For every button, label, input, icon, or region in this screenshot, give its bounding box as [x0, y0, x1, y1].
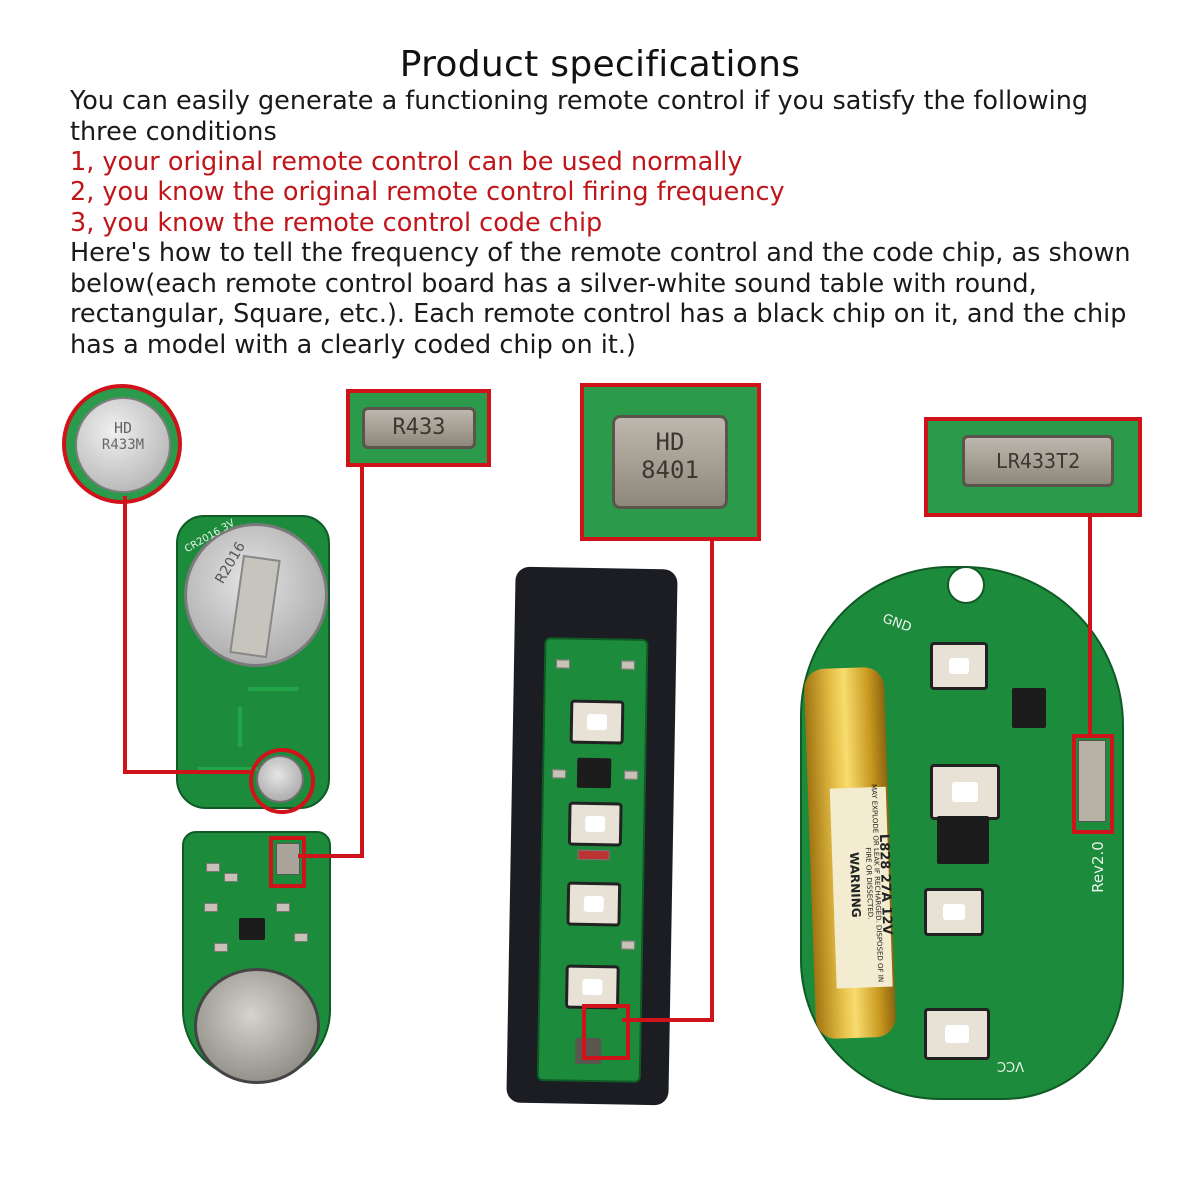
- square-chip-closeup: HD 8401: [612, 415, 728, 509]
- square-chip-highlight: [582, 1004, 630, 1060]
- rect-resonator-2-callout: LR433T2: [924, 417, 1142, 517]
- intro-text: You can easily generate a functioning re…: [70, 86, 1089, 147]
- remote-1-board-bottom: [182, 831, 331, 1084]
- condition-1: 1, your original remote control can be u…: [70, 147, 743, 177]
- battery-cell: WARNING L828 27A 12V MAY EXPLODE OR LEAK…: [803, 666, 897, 1040]
- round-resonator-line-1: HD: [113, 419, 133, 437]
- rect-resonator-1-label: R433: [392, 415, 446, 440]
- page-title: Product specifications: [399, 44, 801, 85]
- explanation-text: Here's how to tell the frequency of the …: [70, 238, 1131, 360]
- square-chip-line-2: 8401: [641, 456, 699, 484]
- rev-label: Rev2.0: [1088, 841, 1107, 893]
- rect-resonator-2-highlight: [1072, 734, 1114, 834]
- rect-resonator-1-callout: R433: [346, 389, 491, 467]
- rect-resonator-1-highlight: [269, 836, 306, 888]
- rect-resonator-2-small: [1078, 740, 1106, 822]
- battery-label: WARNING L828 27A 12V MAY EXPLODE OR LEAK…: [829, 784, 894, 989]
- vcc-label: VCC: [997, 1058, 1025, 1073]
- condition-3: 3, you know the remote control code chip: [70, 208, 603, 238]
- rect-resonator-2-closeup: LR433T2: [962, 435, 1114, 487]
- square-chip-line-1: HD: [655, 428, 685, 456]
- remote-3-board: GND WARNING L828 27A 12V MAY EXPLODE OR …: [800, 566, 1124, 1100]
- square-chip-callout: HD 8401: [580, 383, 761, 541]
- rect-resonator-1-closeup: R433: [362, 407, 476, 449]
- condition-2: 2, you know the original remote control …: [70, 177, 785, 207]
- round-resonator-highlight: [249, 748, 315, 814]
- round-resonator-closeup: HD R433M: [75, 397, 171, 493]
- small-rect-resonator: [276, 843, 300, 875]
- rect-resonator-2-label: LR433T2: [995, 449, 1081, 473]
- coin-holder: [194, 968, 320, 1084]
- key-ring-hole: [947, 566, 985, 604]
- round-resonator-line-2: R433M: [101, 437, 145, 453]
- gnd-label: GND: [880, 611, 914, 636]
- round-resonator-callout: HD R433M: [62, 384, 182, 504]
